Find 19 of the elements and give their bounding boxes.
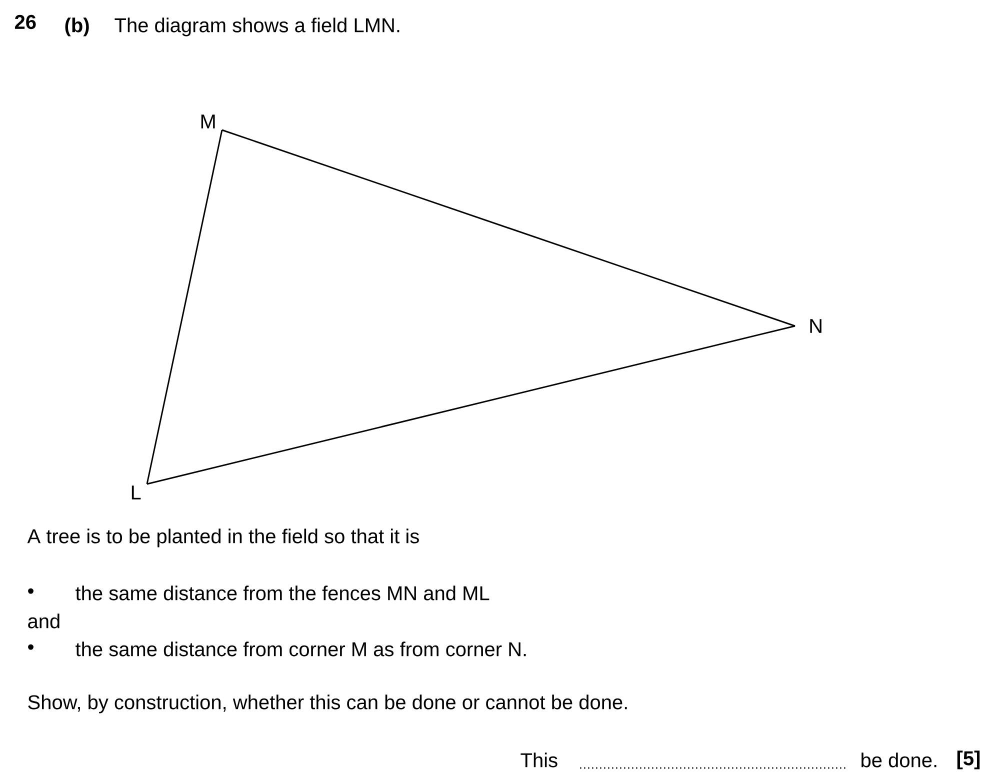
bullet: • bbox=[28, 644, 34, 650]
question-text: A tree is to be planted in the field so that it is bbox=[27, 528, 419, 548]
question-text: and bbox=[28, 614, 60, 628]
answer-text: This bbox=[520, 752, 558, 768]
question-text: Show, by construction, whether this can be done or cannot be done. bbox=[28, 694, 627, 714]
mark-allocation: [5] bbox=[957, 750, 980, 770]
part-label: (b) bbox=[65, 18, 89, 36]
fence-line bbox=[146, 130, 223, 484]
question-text: the same distance from the fences MN and ML bbox=[76, 586, 490, 600]
vertex-label: N bbox=[810, 319, 822, 333]
question-number: 26 bbox=[14, 14, 36, 30]
fence-line bbox=[146, 325, 796, 485]
question-text: the same distance from corner M as from corner N. bbox=[76, 642, 526, 656]
answer-text: be done. bbox=[862, 752, 936, 768]
vertex-label: L bbox=[132, 486, 141, 500]
fence-line bbox=[222, 129, 796, 327]
bullet: • bbox=[28, 588, 34, 594]
question-text: The diagram shows a field LMN. bbox=[114, 18, 400, 36]
vertex-label: M bbox=[201, 114, 215, 128]
